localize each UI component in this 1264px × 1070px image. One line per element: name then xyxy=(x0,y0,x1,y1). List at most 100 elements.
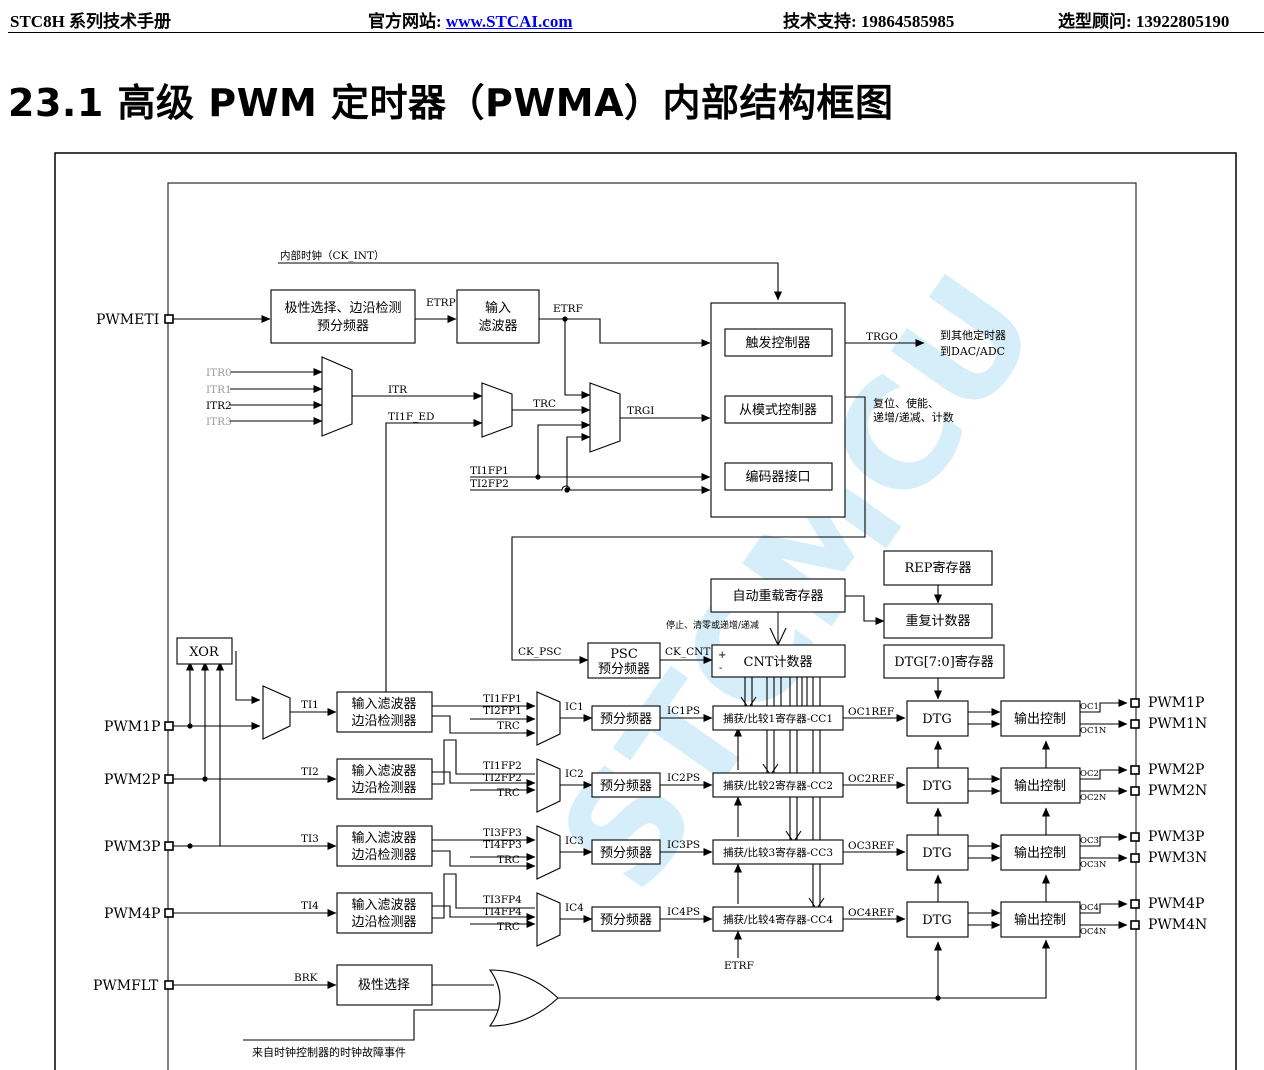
website-link[interactable]: www.STCAI.com xyxy=(445,12,573,31)
pin-pwm4p: PWM4P xyxy=(104,906,160,922)
advisor-phone: 选型顾问: 13922805190 xyxy=(1058,12,1230,31)
pin-pwm1p: PWM1P xyxy=(104,719,160,735)
dtg-3: DTG xyxy=(922,846,951,861)
ch2-filter-label: 输入滤波器 xyxy=(351,763,416,779)
ch1-filter-label: 输入滤波器 xyxy=(351,696,416,712)
pin-out-pwm2p: PWM2P xyxy=(1148,762,1204,778)
pin-pwmeti: PWMETI xyxy=(96,312,159,328)
ch3-ti4fp3: TI4FP3 xyxy=(483,839,522,851)
ch1-edge-label: 边沿检测器 xyxy=(351,714,416,729)
etr-filter-label-2: 滤波器 xyxy=(478,319,517,334)
ch4-edge-label: 边沿检测器 xyxy=(351,915,416,930)
oc3ref-label: OC3REF xyxy=(848,840,894,852)
ch1-trc: TRC xyxy=(497,720,520,732)
ck-int-label: 内部时钟（CK_INT） xyxy=(280,249,384,262)
pin-out-pwm4n: PWM4N xyxy=(1148,917,1207,933)
ch1-prescaler: 预分频器 xyxy=(600,712,652,727)
itr1-label: ITR1 xyxy=(206,384,232,396)
reset-enable-label: 复位、使能、 xyxy=(873,396,939,410)
trgi-label: TRGI xyxy=(627,405,654,417)
ck-psc-label: CK_PSC xyxy=(518,646,561,658)
header-divider xyxy=(8,32,1264,33)
ch4-filter-label: 输入滤波器 xyxy=(351,897,416,913)
oc3n-label: OC3N xyxy=(1080,860,1107,870)
encoder-interface: 编码器接口 xyxy=(745,469,810,485)
ch2-ti2fp2: TI2FP2 xyxy=(483,772,522,784)
ch2-edge-label: 边沿检测器 xyxy=(351,781,416,796)
pin-out-pwm1p: PWM1P xyxy=(1148,695,1204,711)
ti1fp1-label: TI1FP1 xyxy=(470,465,509,477)
cnt-minus: - xyxy=(719,663,722,674)
ic3-label: IC3 xyxy=(565,835,584,847)
output-control-4: 输出控制 xyxy=(1014,912,1066,928)
oc4-label: OC4 xyxy=(1080,903,1099,913)
ti2fp2-label: TI2FP2 xyxy=(470,478,509,490)
output-control-2: 输出控制 xyxy=(1014,778,1066,794)
ch3-filter-label: 输入滤波器 xyxy=(351,830,416,846)
itr0-label: ITR0 xyxy=(206,367,232,379)
etr-filter-label-1: 输入 xyxy=(485,300,511,316)
ch3-edge-label: 边沿检测器 xyxy=(351,848,416,863)
ch1-ti2fp1: TI2FP1 xyxy=(483,705,522,717)
cc4-register: 捕获/比较4寄存器-CC4 xyxy=(723,913,833,926)
manual-title: STC8H 系列技术手册 xyxy=(10,12,172,31)
cnt-plus: + xyxy=(718,650,726,661)
rep-register: REP寄存器 xyxy=(904,560,971,576)
ti1f-ed-label: TI1F_ED xyxy=(388,411,434,423)
ch4-ti4fp4: TI4FP4 xyxy=(483,906,522,918)
ti4-label: TI4 xyxy=(301,900,319,912)
pin-out-pwm2n: PWM2N xyxy=(1148,783,1207,799)
ic3ps-label: IC3PS xyxy=(667,839,700,851)
dtg-4: DTG xyxy=(922,913,951,928)
ic2ps-label: IC2PS xyxy=(667,772,700,784)
output-control-3: 输出控制 xyxy=(1014,845,1066,861)
ic4ps-label: IC4PS xyxy=(667,906,700,918)
pin-out-pwm1n: PWM1N xyxy=(1148,716,1207,732)
etrf-label: ETRF xyxy=(553,303,583,315)
pin-pwm2p: PWM2P xyxy=(104,772,160,788)
pin-pwmflt: PWMFLT xyxy=(93,978,159,994)
ch3-trc: TRC xyxy=(497,854,520,866)
itr3-label: ITR3 xyxy=(206,416,232,428)
website: 官方网站: www.STCAI.com xyxy=(368,7,572,32)
ch1-ti1fp1: TI1FP1 xyxy=(483,693,522,705)
etrf-cc4-label: ETRF xyxy=(724,960,754,972)
stop-clear-label: 停止、清零或递增/递减 xyxy=(666,619,759,631)
etr-prescaler-label: 预分频器 xyxy=(317,319,369,334)
polarity-edge-label: 极性选择、边沿检测 xyxy=(284,301,401,316)
ti3-label: TI3 xyxy=(301,833,319,845)
oc4n-label: OC4N xyxy=(1080,927,1107,937)
section-title: 23.1 高级 PWM 定时器（PWMA）内部结构框图 xyxy=(8,81,894,125)
repetition-counter: 重复计数器 xyxy=(905,613,970,629)
oc2-label: OC2 xyxy=(1080,769,1099,779)
cc1-register: 捕获/比较1寄存器-CC1 xyxy=(723,712,833,725)
trc-label: TRC xyxy=(533,398,556,410)
auto-reload-register: 自动重载寄存器 xyxy=(732,588,823,604)
ti2-label: TI2 xyxy=(301,766,319,778)
psc-label-1: PSC xyxy=(610,647,638,662)
to-dac-adc: 到DAC/ADC xyxy=(940,345,1005,358)
itr-label: ITR xyxy=(388,384,408,396)
page-header: STC8H 系列技术手册 官方网站: www.STCAI.com 技术支持: 1… xyxy=(0,0,1264,34)
pin-out-pwm3n: PWM3N xyxy=(1148,850,1207,866)
oc2ref-label: OC2REF xyxy=(848,773,894,785)
pin-pwm3p: PWM3P xyxy=(104,839,160,855)
ch2-trc: TRC xyxy=(497,787,520,799)
timer-boundary xyxy=(167,182,1137,1070)
oc1ref-label: OC1REF xyxy=(848,706,894,718)
ic2-label: IC2 xyxy=(565,768,584,780)
ch4-prescaler: 预分频器 xyxy=(600,913,652,928)
output-control-1: 输出控制 xyxy=(1014,711,1066,727)
cc2-register: 捕获/比较2寄存器-CC2 xyxy=(723,779,833,792)
pin-out-pwm3p: PWM3P xyxy=(1148,829,1204,845)
ch2-ti1fp2: TI1FP2 xyxy=(483,760,522,772)
xor-gate: XOR xyxy=(189,645,220,660)
break-polarity: 极性选择 xyxy=(358,978,410,993)
ch2-prescaler: 预分频器 xyxy=(600,779,652,794)
ic1-label: IC1 xyxy=(565,701,584,713)
ic1ps-label: IC1PS xyxy=(667,705,700,717)
website-label: 官方网站: xyxy=(368,12,446,31)
ch3-ti3fp3: TI3FP3 xyxy=(483,827,522,839)
pin-out-pwm4p: PWM4P xyxy=(1148,896,1204,912)
